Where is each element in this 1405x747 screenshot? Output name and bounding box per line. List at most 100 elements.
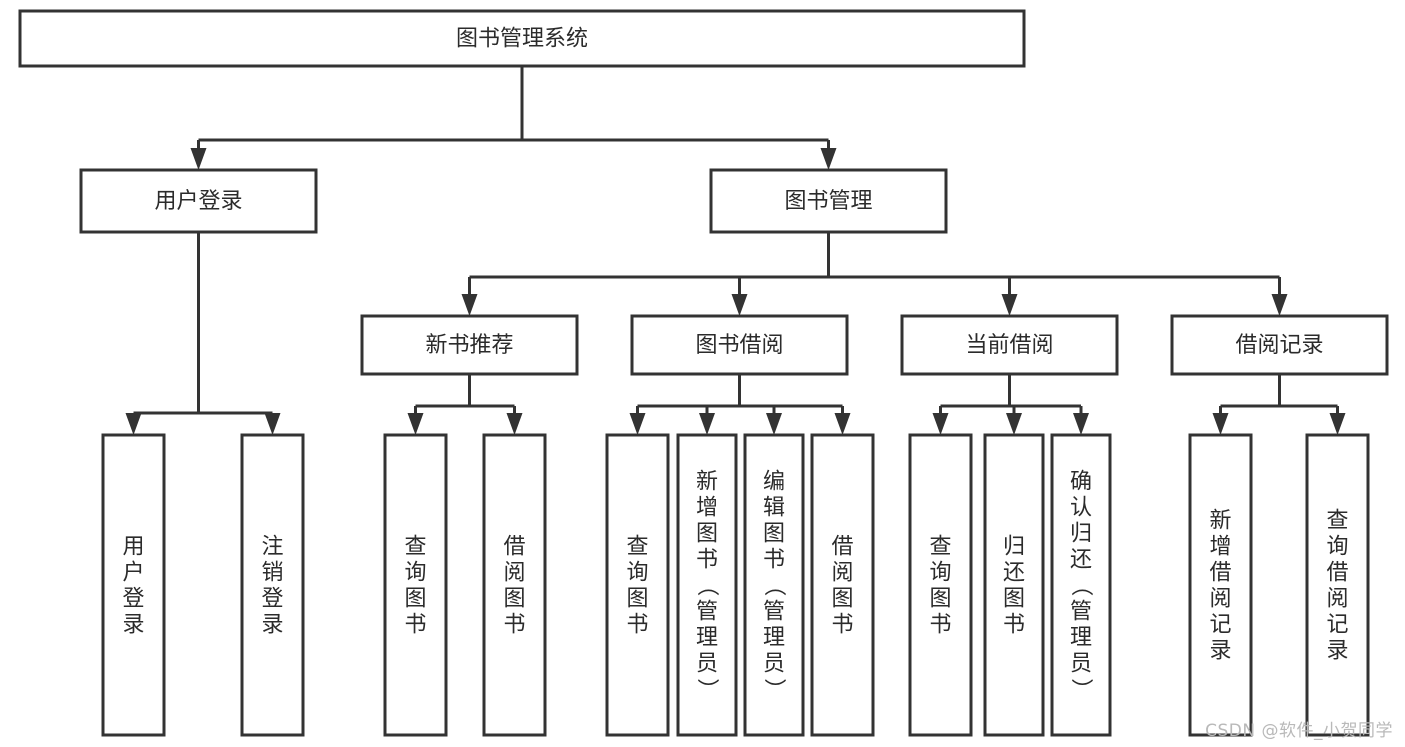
node-label-char: 新 [696,469,718,494]
node-label: 图书借阅 [695,333,783,358]
connector-group-borrow_record [1212,374,1346,435]
node-label-char: 用 [122,534,144,559]
node-label-char: 户 [122,560,144,585]
node-box[interactable] [605,433,670,737]
arrow-head-icon [834,413,851,435]
node-label-char: 询 [626,560,648,585]
node-box[interactable] [983,433,1045,737]
node-box[interactable] [908,433,973,737]
node-label-char: 询 [929,560,951,585]
arrow-head-icon [1006,413,1022,435]
watermark-label: CSDN @软件_小贺同学 [1205,721,1393,741]
node-label-char: 图 [763,521,785,546]
node-label-char: 增 [1209,534,1231,559]
arrow-head-icon [1329,413,1346,435]
node-label-char: 理 [763,625,785,650]
node-new-book-rec[interactable]: 新书推荐 [360,314,579,376]
node-label-char: 归 [1003,534,1025,559]
node-label-char: 图 [503,586,525,611]
node-label-char: （ [1068,574,1093,596]
node-box[interactable] [360,314,579,376]
node-leaf-user-login[interactable]: 用户登录 [101,433,166,737]
node-label-char: 查 [1326,508,1348,533]
node-label: 用户登录 [154,189,242,214]
node-label-char: 查 [929,534,951,559]
node-box[interactable] [676,433,738,737]
node-label: 图书管理 [784,189,872,214]
node-label-char: ） [1068,678,1093,700]
node-label-char: 借 [1209,560,1231,585]
connector-group-current_borrow [932,374,1089,435]
node-label-char: 注 [261,534,283,559]
connector-group-new_book_rec [407,374,523,435]
node-label-char: （ [761,574,786,596]
node-label-char: 书 [763,547,785,572]
node-label-char: 还 [1003,560,1025,585]
arrow-head-icon [932,413,949,435]
node-label-char: 辑 [763,495,785,520]
arrow-head-icon [1073,413,1089,435]
arrow-head-icon [407,413,424,435]
node-label-char: 书 [929,612,951,637]
node-label-char: 图 [831,586,853,611]
node-label-char: 还 [1070,547,1092,572]
node-book-borrow[interactable]: 图书借阅 [630,314,849,376]
node-box[interactable] [743,433,805,737]
node-box[interactable] [810,433,875,737]
node-label-char: 图 [696,521,718,546]
node-box[interactable] [383,433,448,737]
node-box[interactable] [101,433,166,737]
node-label-char: 借 [1326,560,1348,585]
node-label-char: 图 [626,586,648,611]
node-label-char: 录 [261,612,283,637]
node-label-char: （ [694,574,719,596]
node-label-char: 增 [696,495,718,520]
node-label-char: 理 [696,625,718,650]
arrow-head-icon [731,294,748,316]
arrow-head-icon [264,413,281,435]
connector-group-root [190,66,837,170]
node-current-borrow[interactable]: 当前借阅 [900,314,1119,376]
connector-group-book_manage [461,232,1288,316]
node-user-login[interactable]: 用户登录 [79,168,318,234]
node-label: 图书管理系统 [456,27,588,52]
node-label-char: 书 [1003,612,1025,637]
node-box[interactable] [709,168,948,234]
node-box[interactable] [900,314,1119,376]
node-label-char: 图 [404,586,426,611]
node-box[interactable] [1050,433,1112,737]
node-label-char: 管 [696,599,718,624]
node-label-char: 归 [1070,521,1092,546]
node-label: 新书推荐 [425,333,513,358]
node-box[interactable] [79,168,318,234]
node-box[interactable] [630,314,849,376]
node-borrow-record[interactable]: 借阅记录 [1170,314,1389,376]
node-label-char: 管 [763,599,785,624]
node-box[interactable] [1188,433,1253,737]
node-label-char: ） [694,678,719,700]
node-box[interactable] [18,9,1026,68]
node-box[interactable] [482,433,547,737]
node-box[interactable] [1305,433,1370,737]
node-box[interactable] [1170,314,1389,376]
node-box[interactable] [240,433,305,737]
node-label-char: 确 [1070,469,1092,494]
node-book-manage[interactable]: 图书管理 [709,168,948,234]
node-label-char: 登 [261,586,283,611]
node-label-char: 记 [1209,612,1231,637]
node-label-char: 阅 [1209,586,1231,611]
node-root[interactable]: 图书管理系统 [18,9,1026,68]
